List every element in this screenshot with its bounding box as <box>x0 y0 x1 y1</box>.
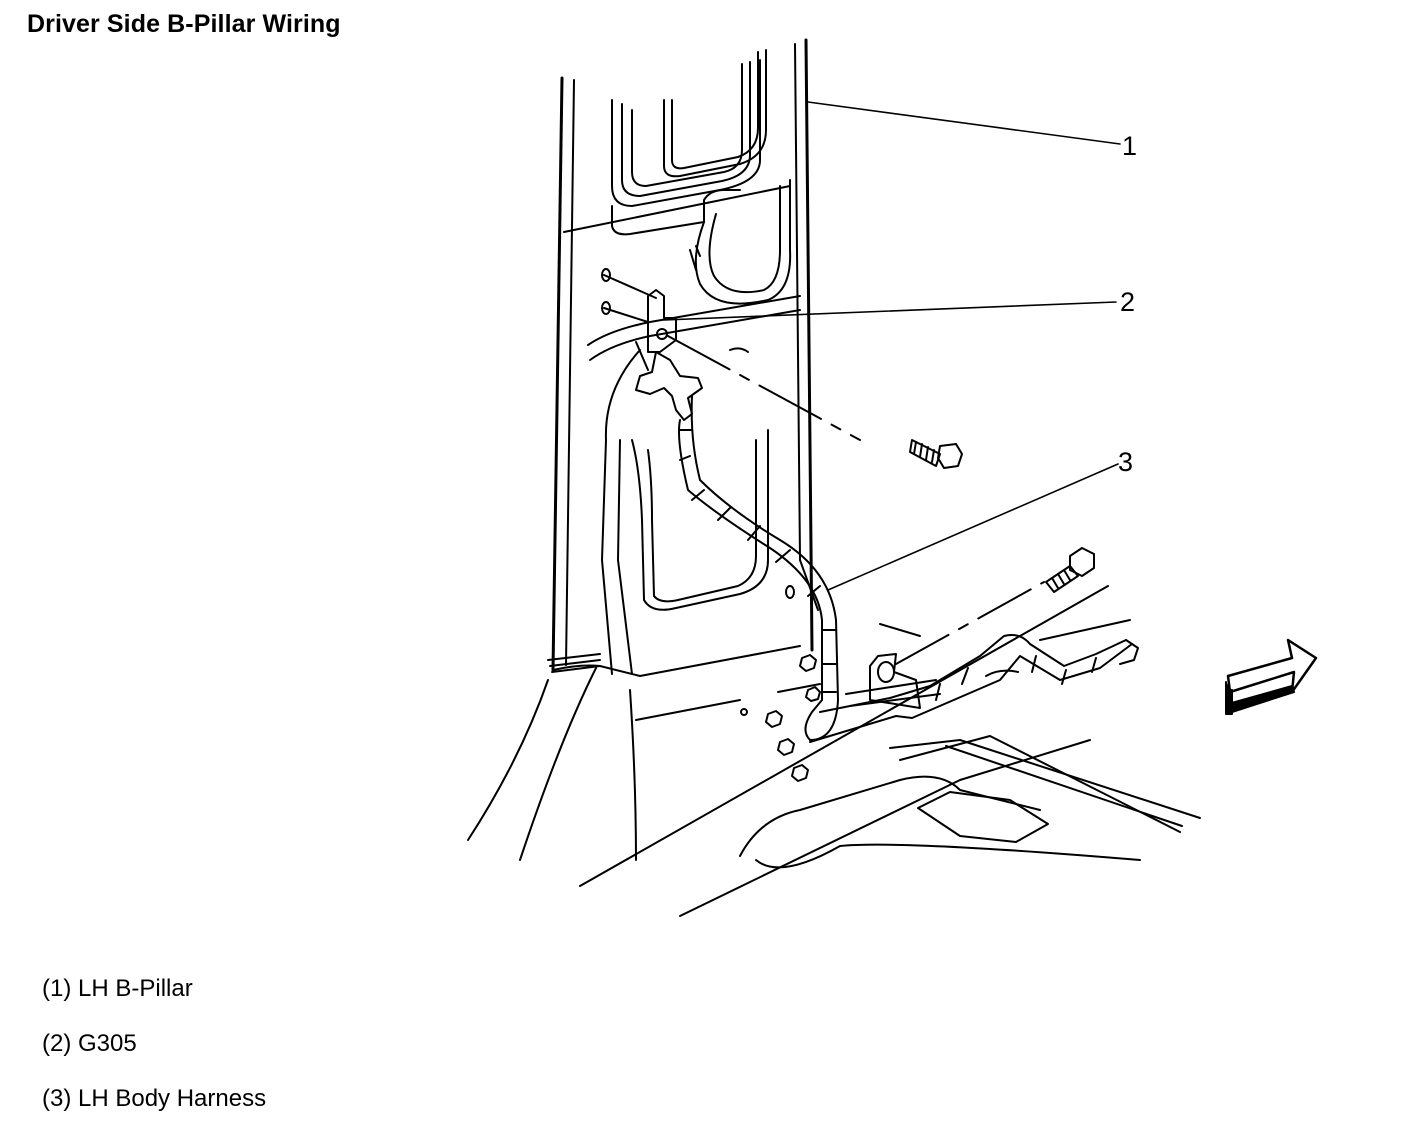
legend-item-lh-body-harness: (3) LH Body Harness <box>42 1085 267 1112</box>
callout-1: 1 <box>1122 131 1137 161</box>
g305-ground-terminal <box>603 274 861 441</box>
harness-bolt <box>1045 547 1095 593</box>
legend: (1) LH B-Pillar (2) G305 (3) LH Body Har… <box>42 975 266 1113</box>
callout-leaders <box>663 101 1121 591</box>
legend-item-lh-b-pillar: (1) LH B-Pillar <box>42 975 193 1002</box>
diagram-title: Driver Side B-Pillar Wiring <box>27 10 341 38</box>
ground-bolt <box>909 439 963 469</box>
legend-item-g305: (2) G305 <box>42 1030 137 1057</box>
lh-b-pillar <box>467 38 819 861</box>
b-pillar-illustration: 1 2 3 <box>467 38 1318 917</box>
front-direction-arrow-icon <box>1225 638 1318 715</box>
floor-panel <box>579 585 1201 917</box>
callout-2: 2 <box>1120 287 1135 317</box>
lh-body-harness <box>678 395 1139 743</box>
callout-3: 3 <box>1118 447 1133 477</box>
